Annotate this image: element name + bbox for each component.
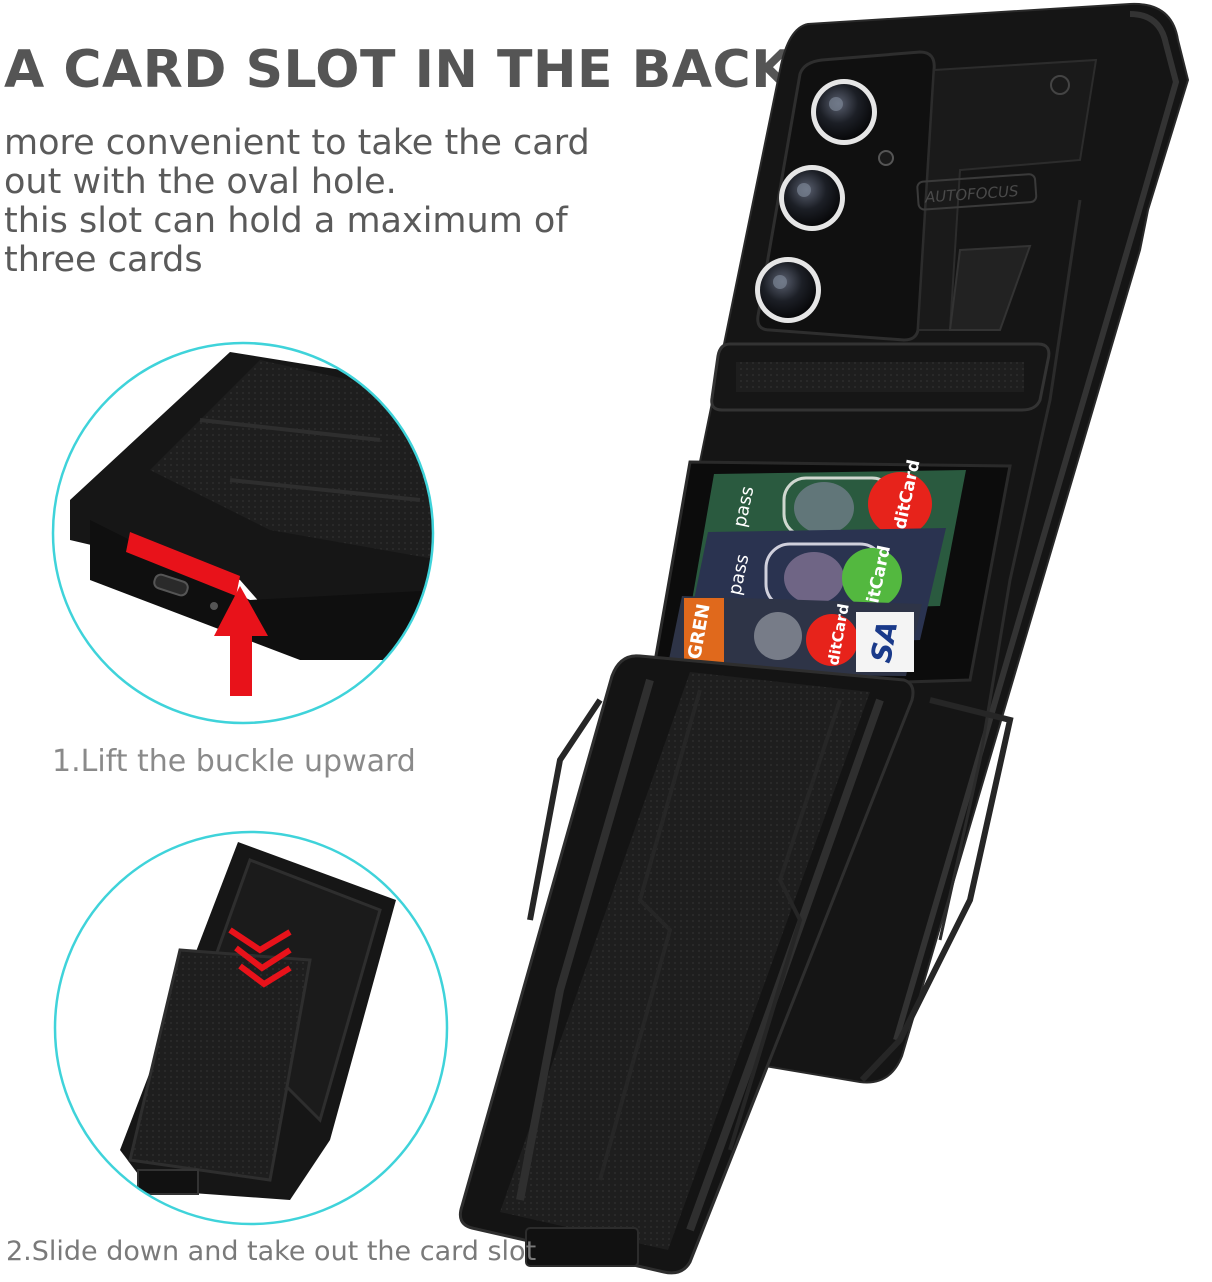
circle-outline-2 <box>53 830 449 1226</box>
camera-lens-middle <box>779 165 845 231</box>
card-holder-slider <box>458 654 915 1275</box>
camera-lens-top <box>811 79 877 145</box>
logo-icon <box>1050 75 1070 95</box>
step-1-caption: 1.Lift the buckle upward <box>52 744 416 779</box>
red-buckle-highlight <box>126 532 240 596</box>
credit-card-3: GREN ditCard SA <box>666 596 922 676</box>
circle-outline-1 <box>51 341 435 725</box>
detail-circle-lift-buckle <box>51 341 435 725</box>
flash-icon <box>878 150 894 166</box>
description-line-2: out with the oval hole. <box>4 162 397 202</box>
red-up-arrow-icon <box>214 586 268 696</box>
card3-visa: SA <box>864 618 904 665</box>
description-line-4: three cards <box>4 240 203 280</box>
camera-lens-bottom <box>755 257 821 323</box>
description-line-1: more convenient to take the card <box>4 123 590 163</box>
headline: A CARD SLOT IN THE BACK <box>4 40 792 100</box>
red-chevron-down-icon <box>228 927 292 954</box>
phone-case: AUTOFOCUS pass ditCa <box>458 2 1190 1275</box>
detail-circle-slide-down <box>53 830 449 1226</box>
description-line-3: this slot can hold a maximum of <box>4 201 568 241</box>
step-2-caption: 2.Slide down and take out the card slot <box>6 1236 537 1267</box>
